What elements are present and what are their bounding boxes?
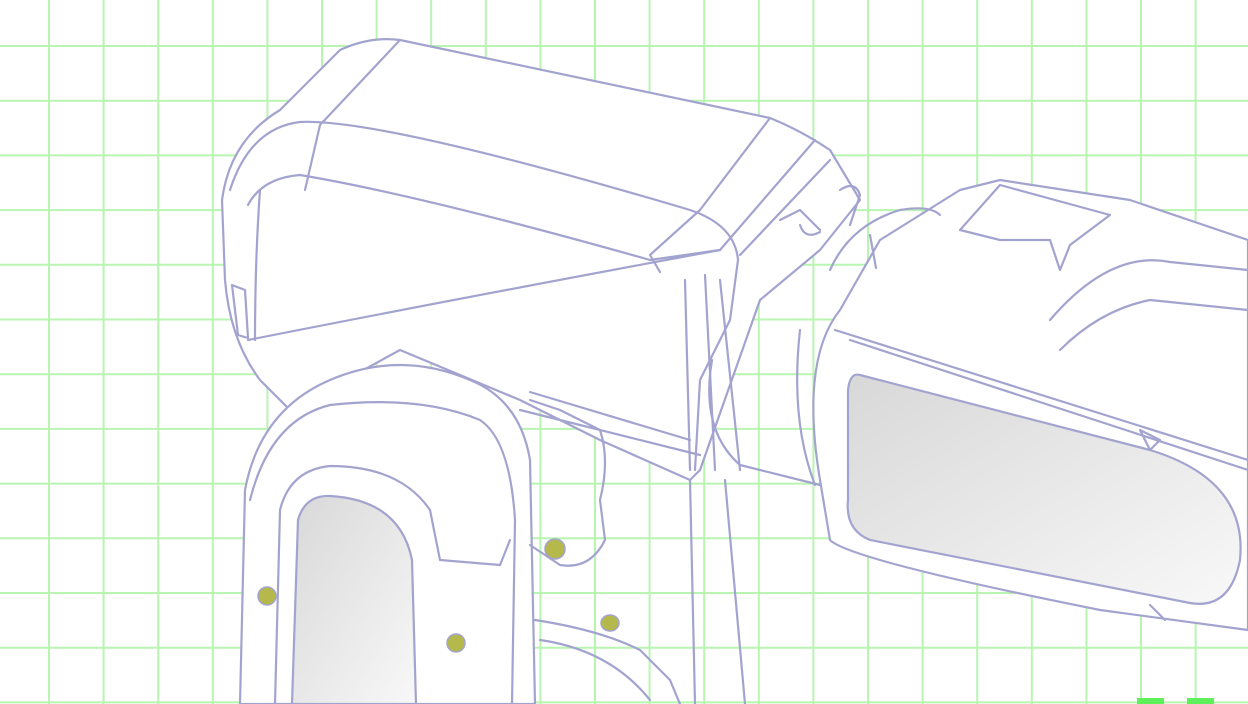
- screws: [257, 538, 620, 653]
- lower-arm-panel: [290, 494, 418, 704]
- screw-icon: [600, 614, 620, 632]
- screw-icon: [544, 538, 566, 560]
- marker-right: [1187, 698, 1214, 704]
- lower-arm-link: [238, 363, 747, 704]
- wrist-head: [708, 178, 1248, 632]
- screw-icon: [257, 586, 277, 606]
- marker-left: [1137, 698, 1164, 704]
- screw-icon: [446, 633, 466, 653]
- head-display-panel: [846, 373, 1242, 605]
